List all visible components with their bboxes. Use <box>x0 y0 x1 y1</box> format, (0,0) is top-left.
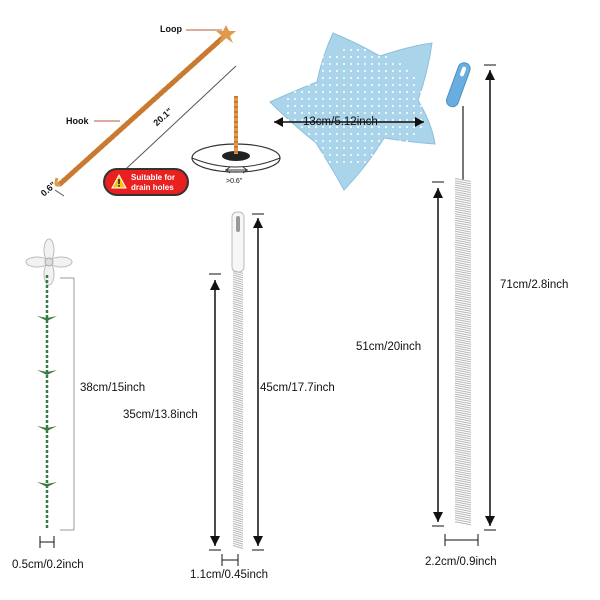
large-brush-total-label: 71cm/2.8inch <box>500 279 569 291</box>
small-brush-width-label: 1.1cm/0.45inch <box>190 569 268 581</box>
warning-icon <box>111 174 127 189</box>
small-brush-bristle-label: 35cm/13.8inch <box>123 409 198 421</box>
large-brush-width-label: 2.2cm/0.9inch <box>425 556 497 568</box>
starfish-size-label: 13cm/5.12inch <box>303 116 378 128</box>
flower-hair-catcher <box>25 238 75 548</box>
hook-label: Hook <box>66 116 89 126</box>
large-brush-bristle-label: 51cm/20inch <box>356 341 422 353</box>
small-brush <box>209 211 264 566</box>
loop-star-icon <box>216 25 236 43</box>
small-brush-total-label: 45cm/17.7inch <box>260 382 335 394</box>
loop-label: Loop <box>160 24 182 34</box>
large-brush <box>432 62 496 546</box>
drain-min-label: >0.6" <box>226 178 243 185</box>
drain-hook-tool <box>54 25 237 197</box>
flower-width-label: 0.5cm/0.2inch <box>12 559 84 571</box>
flower-length-label: 38cm/15inch <box>80 382 146 394</box>
drain-hole-illustration <box>191 96 281 174</box>
drain-badge-text: Suitable for drain holes <box>131 173 176 192</box>
starfish-strainer <box>269 32 436 191</box>
drain-hole-badge: Suitable for drain holes <box>103 168 189 196</box>
